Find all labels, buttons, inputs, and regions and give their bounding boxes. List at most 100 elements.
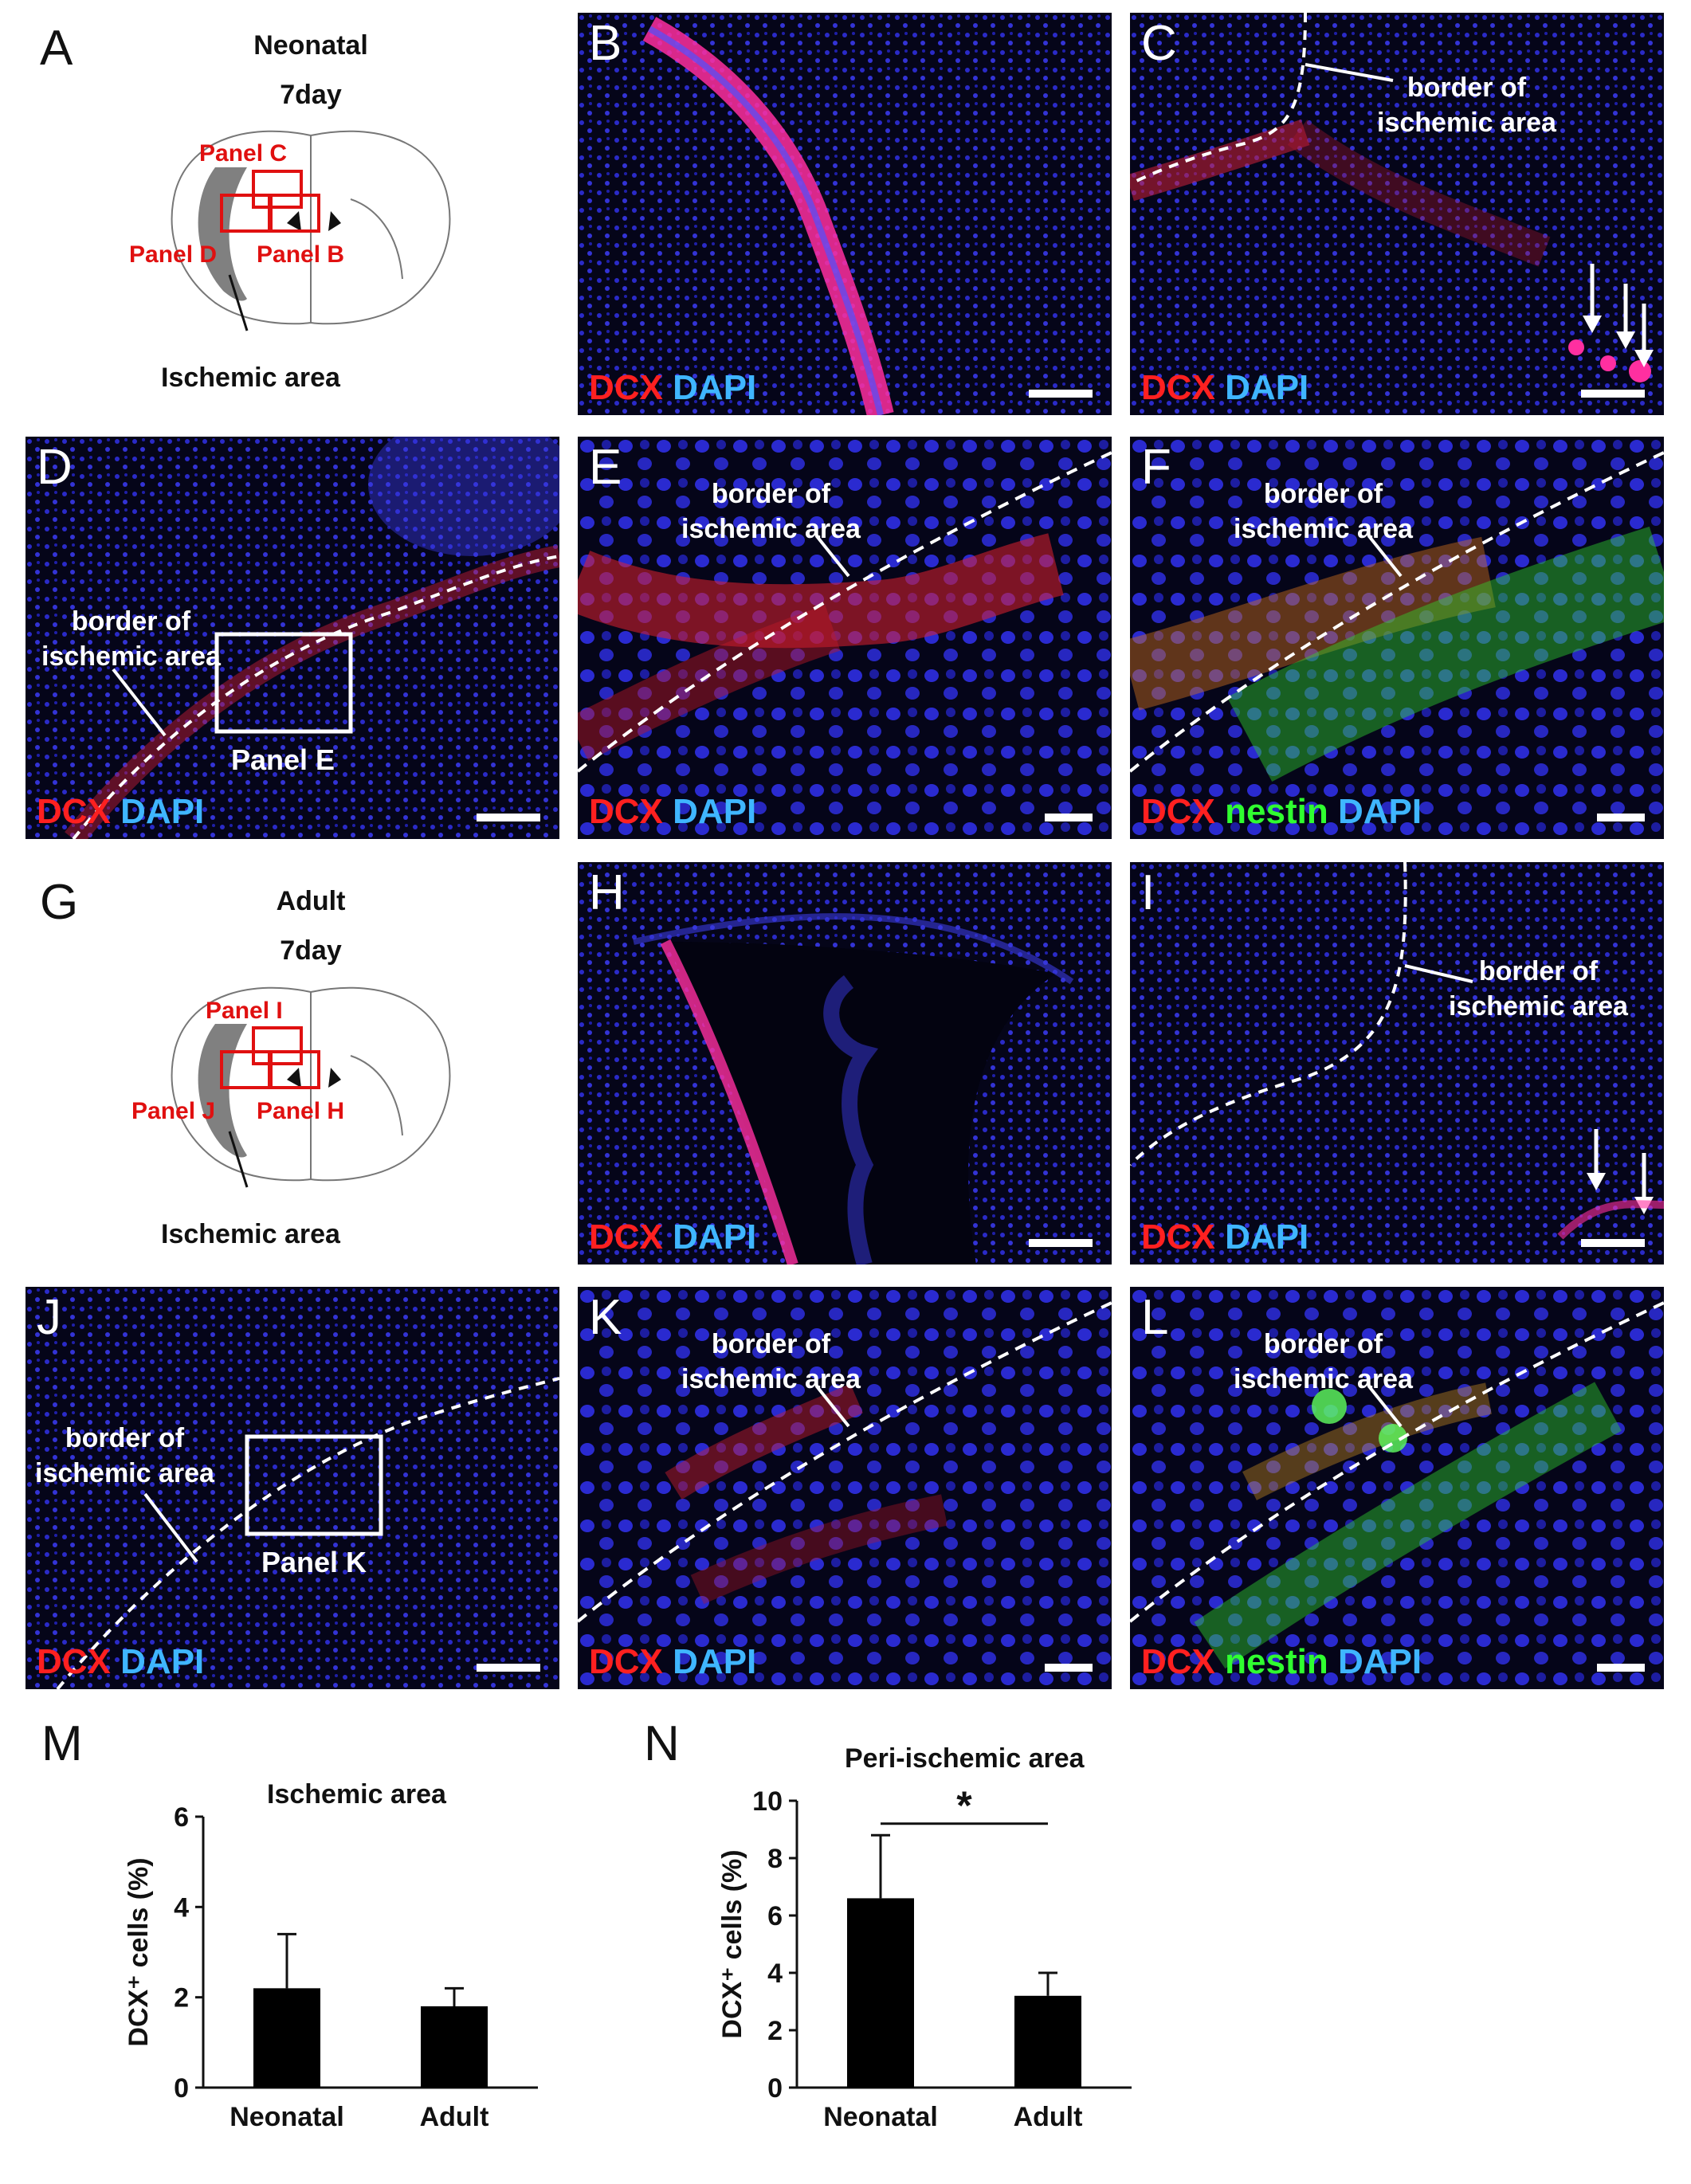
schematic-g-label-j: Panel J [131,1098,216,1124]
schematic-g-title: Adult [276,886,346,916]
panel-letter-c: C [1141,16,1177,71]
stain-dapi: DAPI [673,1217,757,1257]
y-axis-label: DCX⁺ cells (%) [717,1849,747,2038]
x-tick-label: Adult [420,2102,489,2132]
y-tick-label: 4 [174,1892,189,1923]
panel-letter-f: F [1141,440,1171,495]
stain-dapi: DAPI [673,1642,757,1681]
chart-n-title: Peri-ischemic area [845,1743,1085,1774]
stain-legend-h: DCX DAPI [589,1220,756,1255]
chart-m-title: Ischemic area [267,1779,446,1810]
stain-legend-e: DCX DAPI [589,794,756,829]
scale-bar [1597,1664,1645,1672]
y-tick-label: 0 [767,2073,783,2104]
stain-dapi: DAPI [1225,1217,1309,1257]
panel-letter-e: E [589,440,622,495]
stain-dapi: DAPI [120,792,205,831]
stain-legend-d: DCX DAPI [37,794,204,829]
bar [253,1988,320,2088]
stain-dcx: DCX [1141,368,1215,407]
stain-dcx: DCX [589,1642,663,1681]
y-tick-label: 8 [767,1844,783,1874]
stain-dcx: DCX [1141,792,1215,831]
bar [1014,1995,1081,2088]
x-tick-label: Neonatal [823,2102,938,2132]
stain-legend-i: DCX DAPI [1141,1220,1308,1255]
stain-dapi: DAPI [1225,368,1309,407]
stain-dapi: DAPI [1337,1642,1422,1681]
schematic-g-label-i: Panel I [206,998,283,1024]
schematic-a-ischemic-label: Ischemic area [161,363,340,393]
stain-legend-b: DCX DAPI [589,371,756,406]
schematic-a-label-d: Panel D [129,241,218,268]
stain-dapi: DAPI [673,792,757,831]
stain-legend-l: DCX nestin DAPI [1141,1645,1422,1680]
scale-bar [1581,1239,1645,1247]
box-label-panel-e: Panel E [231,743,335,776]
panel-letter-a: A [40,21,73,76]
stain-legend-j: DCX DAPI [37,1645,204,1680]
stain-dcx: DCX [37,1642,111,1681]
bar [847,1898,914,2088]
stain-dcx: DCX [589,1217,663,1257]
scale-bar [1597,814,1645,821]
stain-dcx: DCX [589,368,663,407]
brain-schematic-g [171,986,451,1188]
panel-letter-i: I [1141,865,1155,920]
scale-bar [477,1664,540,1672]
stain-dcx: DCX [1141,1217,1215,1257]
stain-dapi: DAPI [1337,792,1422,831]
y-axis-label: DCX⁺ cells (%) [124,1857,154,2046]
scale-bar [1045,1664,1093,1672]
schematic-g-ischemic-label: Ischemic area [161,1219,340,1249]
x-tick-label: Adult [1014,2102,1083,2132]
scale-bar [1029,390,1093,398]
stain-dcx: DCX [1141,1642,1215,1681]
scale-bar [1045,814,1093,821]
panel-letter-k: K [589,1290,622,1345]
panel-letter-l: L [1141,1290,1169,1345]
box-label-panel-k: Panel K [261,1546,367,1578]
schematic-a-title: Neonatal [253,30,368,61]
schematic-a-subtitle: 7day [280,80,342,110]
stain-dapi: DAPI [673,368,757,407]
panel-letter-h: H [589,865,625,920]
stain-legend-c: DCX DAPI [1141,371,1308,406]
schematic-g-subtitle: 7day [280,935,342,966]
panel-letter-g: G [40,875,79,930]
stain-dcx: DCX [589,792,663,831]
brain-schematic-a [171,130,451,331]
significance-marker: * [956,1783,972,1828]
stain-nestin: nestin [1225,792,1328,831]
stain-dcx: DCX [37,792,111,831]
panel-letter-j: J [37,1290,61,1345]
panel-letter-n: N [644,1716,680,1771]
scale-bar [1581,390,1645,398]
micrograph-b: B DCX DAPI [578,13,1112,415]
stain-legend-f: DCX nestin DAPI [1141,794,1422,829]
schematic-g-label-h: Panel H [257,1098,345,1124]
panel-letter-b: B [589,16,622,71]
stain-dapi: DAPI [120,1642,205,1681]
panel-letter-m: M [41,1716,83,1771]
schematic-a-label-b: Panel B [257,241,345,268]
y-tick-label: 2 [767,2016,783,2046]
y-tick-label: 6 [174,1802,189,1833]
x-tick-label: Neonatal [230,2102,344,2132]
